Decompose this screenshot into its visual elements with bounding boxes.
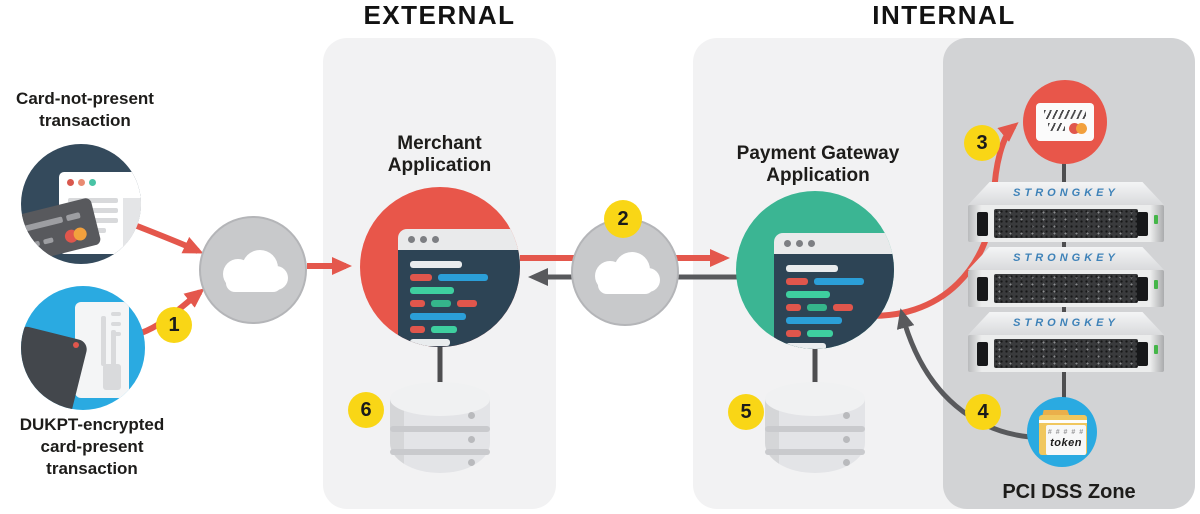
server-brand-label: STRONGKEY — [968, 312, 1164, 335]
pci-zone-label: PCI DSS Zone — [1002, 481, 1136, 503]
token-label-card: # # # # # token — [1046, 425, 1086, 455]
code-window-icon — [774, 233, 894, 349]
server-brand-label: STRONGKEY — [968, 247, 1164, 270]
step-badge-6: 6 — [348, 392, 384, 428]
gateway-database-icon — [765, 382, 865, 488]
cnp-browser-icon — [21, 144, 141, 264]
merchant-app-title: Merchant Application — [387, 133, 492, 177]
cloud-glyph — [595, 252, 660, 294]
code-window-icon — [398, 229, 520, 347]
step-badge-3: 3 — [964, 125, 1000, 161]
arrow-token-to-gateway-step4 — [896, 308, 1031, 440]
encrypted-card-glyph — [1036, 103, 1094, 141]
pos-led — [73, 342, 79, 348]
step-badge-1: 1 — [156, 307, 192, 343]
token-folder-icon: # # # # # token — [1027, 397, 1097, 467]
server-led — [1154, 280, 1158, 289]
strongkey-server-icon: STRONGKEY — [968, 247, 1164, 309]
arrow-cnp-to-cloud — [135, 223, 204, 254]
step-badge-5: 5 — [728, 394, 764, 430]
cnp-transaction-label: Card-not-present transaction — [16, 89, 154, 131]
merchant-database-icon — [390, 382, 490, 488]
server-led — [1154, 345, 1158, 354]
step-badge-2: 2 — [604, 200, 642, 238]
dukpt-transaction-label: DUKPT-encrypted card-present transaction — [19, 415, 165, 479]
receipt-card-icon — [1023, 80, 1107, 164]
server-brand-label: STRONGKEY — [968, 182, 1164, 205]
internal-heading: INTERNAL — [872, 0, 1016, 30]
strongkey-server-icon: STRONGKEY — [968, 182, 1164, 244]
gateway-app-title: Payment Gateway Application — [736, 143, 900, 187]
merchant-app-icon — [360, 187, 520, 347]
token-hashes: # # # # # — [1047, 429, 1085, 436]
step-badge-4: 4 — [965, 394, 1001, 430]
server-led — [1154, 215, 1158, 224]
external-heading: EXTERNAL — [363, 0, 516, 30]
strongkey-server-icon: STRONGKEY — [968, 312, 1164, 374]
token-word: token — [1050, 437, 1082, 449]
cloud-icon — [199, 216, 307, 324]
gateway-app-icon — [736, 191, 894, 349]
pos-terminal-icon — [21, 286, 145, 410]
cloud-glyph — [223, 250, 288, 292]
